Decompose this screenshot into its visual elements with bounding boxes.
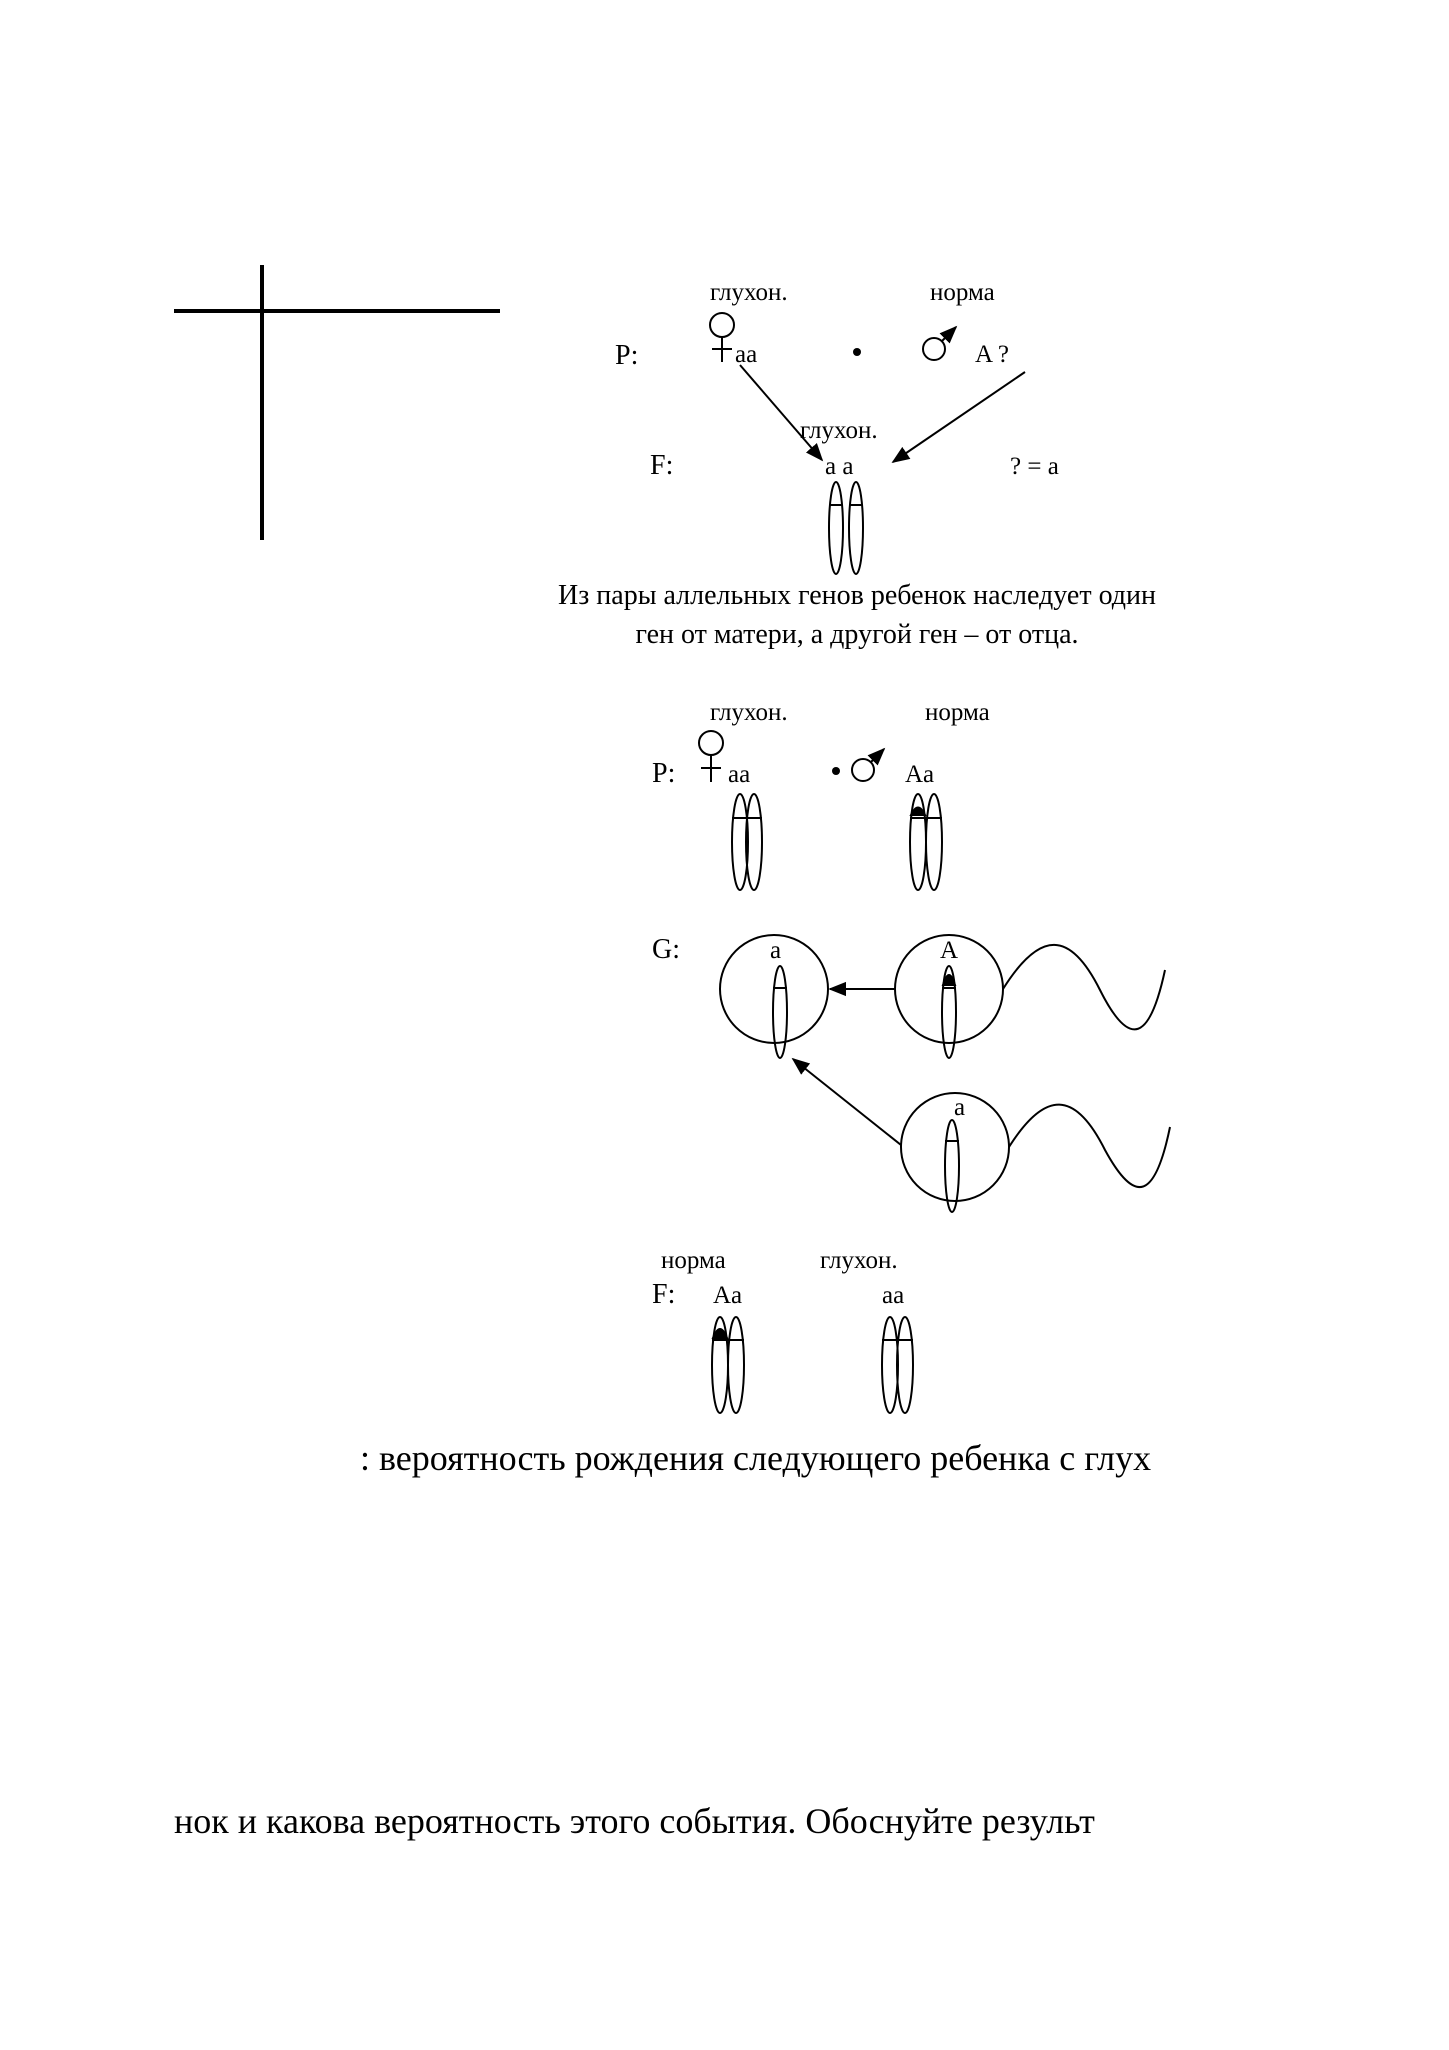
father-phenotype-label-2: норма bbox=[925, 699, 990, 726]
child-genotype: a a bbox=[825, 453, 853, 480]
maternal-allele-arrow bbox=[739, 364, 824, 462]
cross-dot-icon bbox=[832, 767, 840, 775]
mother-genotype: aa bbox=[735, 341, 757, 368]
caption-line-2: ген от матери, а другой ген – от отца. bbox=[635, 619, 1078, 650]
cross-diagram-1: глухон. норма P: aa A ? глухон. F: a a ?… bbox=[615, 279, 1059, 575]
egg-cell: a bbox=[719, 934, 829, 1059]
answer-text-line: : вероятность рождения следующего ребенк… bbox=[360, 1438, 1151, 1478]
p-generation-label: P: bbox=[615, 340, 638, 371]
father-phenotype-label: норма bbox=[930, 279, 995, 306]
sperm-cell-2: a bbox=[900, 1092, 1171, 1213]
female-symbol-icon bbox=[709, 312, 735, 362]
fertilization-arrow-2 bbox=[791, 1057, 902, 1146]
p-generation-label-2: P: bbox=[652, 758, 675, 789]
male-symbol-icon bbox=[851, 747, 886, 782]
cross-diagram-2: глухон. норма P: aa Aa G: bbox=[652, 699, 1171, 1414]
child-1-genotype: Aa bbox=[713, 1282, 742, 1309]
mother-phenotype-label-2: глухон. bbox=[710, 699, 788, 726]
g-generation-label: G: bbox=[652, 934, 680, 965]
father-genotype: A ? bbox=[975, 341, 1009, 368]
sperm-cell-1: A bbox=[894, 934, 1166, 1059]
female-symbol-icon bbox=[698, 730, 724, 782]
child-1-chromosome-pair-icon bbox=[711, 1316, 745, 1414]
deduction-note: ? = a bbox=[1010, 453, 1059, 480]
father-genotype-2: Aa bbox=[905, 761, 934, 788]
cross-dot-icon bbox=[853, 348, 861, 356]
mother-genotype-2: aa bbox=[728, 761, 750, 788]
child-2-chromosome-pair-icon bbox=[881, 1316, 914, 1414]
father-chromosome-pair-icon bbox=[909, 793, 943, 891]
mother-chromosome-pair-icon bbox=[731, 793, 763, 891]
child-chromosome-pair-icon bbox=[828, 481, 864, 575]
child-2-genotype: aa bbox=[882, 1282, 904, 1309]
f-generation-label-2: F: bbox=[652, 1279, 675, 1310]
sperm-1-allele: A bbox=[940, 937, 958, 964]
bottom-text-line: нок и какова вероятность этого события. … bbox=[174, 1801, 1095, 1841]
sperm-tail-icon bbox=[1008, 1103, 1171, 1189]
child-phenotype-label: глухон. bbox=[800, 417, 878, 444]
male-symbol-icon bbox=[922, 325, 958, 361]
egg-allele: a bbox=[770, 937, 781, 964]
caption-line-1: Из пары аллельных генов ребенок наследуе… bbox=[558, 580, 1156, 611]
child-2-phenotype: глухон. bbox=[820, 1247, 898, 1274]
f-generation-label: F: bbox=[650, 450, 673, 481]
sperm-tail-icon bbox=[1002, 944, 1166, 1031]
sperm-2-allele: a bbox=[954, 1094, 965, 1121]
paternal-allele-arrow bbox=[891, 371, 1026, 464]
child-1-phenotype: норма bbox=[661, 1247, 726, 1274]
mother-phenotype-label: глухон. bbox=[710, 279, 788, 306]
